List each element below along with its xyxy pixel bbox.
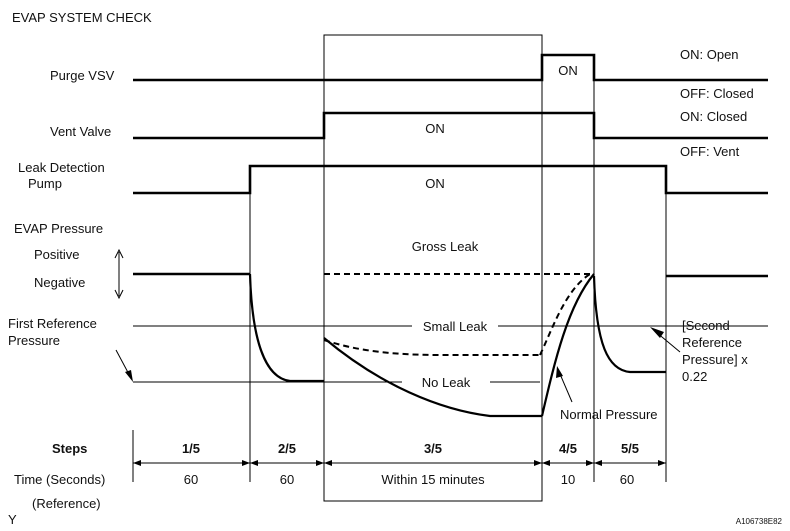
step-2-label: 2/5 [278,441,296,456]
positive-label: Positive [34,247,80,262]
step-3-label: 3/5 [424,441,442,456]
leak-pump-signal [133,164,768,195]
gross-leak-label: Gross Leak [412,239,479,254]
reference-label: (Reference) [32,496,101,511]
step-3-time: Within 15 minutes [381,472,485,487]
step-3-arrow-right [534,460,542,466]
small-leak-curve [323,339,540,356]
second-ref-arrow-head [650,327,664,338]
step-1-arrow-right [242,460,250,466]
step-4-time: 10 [561,472,575,487]
purge-vsv-signal [133,53,768,82]
step-4-label: 4/5 [559,441,577,456]
leak-pump-label-line1: Leak Detection [18,160,105,175]
vent-valve-label: Vent Valve [50,124,111,139]
step-2-arrow-left [250,460,258,466]
step-2-time: 60 [280,472,294,487]
purge-vsv-label: Purge VSV [50,68,115,83]
purge-vsv-on-label: ON [558,63,578,78]
step-5-arrow-left [594,460,602,466]
first-ref-arrow-head [125,370,133,382]
purge-vsv-state-on: ON: Open [680,47,739,62]
second-ref-label-line3: Pressure] x [682,352,748,367]
step5-pressure-curve [592,275,666,374]
steps-label: Steps [52,441,87,456]
normal-pressure-arrow-head [556,366,563,378]
step-4-arrow-left [542,460,550,466]
vent-valve-signal [133,111,768,140]
diagram-title: EVAP SYSTEM CHECK [12,10,152,25]
step-4-arrow-right [586,460,594,466]
step-1-time: 60 [184,472,198,487]
leak-pump-on-label: ON [425,176,445,191]
first-ref-label-line2: Pressure [8,333,60,348]
polarity-arrow-up-head [114,248,124,259]
step-1-arrow-left [133,460,141,466]
no-leak-label: No Leak [422,375,471,390]
second-ref-label-line2: Reference [682,335,742,350]
negative-label: Negative [34,275,85,290]
small-leak-recovery-curve [539,273,591,356]
small-leak-label: Small Leak [423,319,488,334]
vent-valve-on-label: ON [425,121,445,136]
leak-pump-label-line2: Pump [28,176,62,191]
evap-pressure-label: EVAP Pressure [14,221,103,236]
vent-valve-state-on: ON: Closed [680,109,747,124]
vent-valve-state-off: OFF: Vent [680,144,740,159]
corner-mark: Y [8,512,17,527]
step-5-time: 60 [620,472,634,487]
phase-3-box [323,34,543,502]
step-3-arrow-left [324,460,332,466]
second-ref-label-line4: 0.22 [682,369,707,384]
no-leak-curve [323,337,542,418]
step-5-arrow-right [658,460,666,466]
figure-id: A106738E82 [736,517,783,526]
step2-pressure-curve [248,273,324,383]
time-label: Time (Seconds) [14,472,105,487]
first-ref-label-line1: First Reference [8,316,97,331]
step-1-label: 1/5 [182,441,200,456]
step-5-label: 5/5 [621,441,639,456]
normal-pressure-label: Normal Pressure [560,407,658,422]
step-2-arrow-right [316,460,324,466]
polarity-arrow-down-head [114,289,124,300]
second-ref-label-line1: [Second [682,318,730,333]
normal-pressure-arrow-line [559,373,573,403]
purge-vsv-state-off: OFF: Closed [680,86,754,101]
normal-pressure-recovery-curve [540,273,595,417]
